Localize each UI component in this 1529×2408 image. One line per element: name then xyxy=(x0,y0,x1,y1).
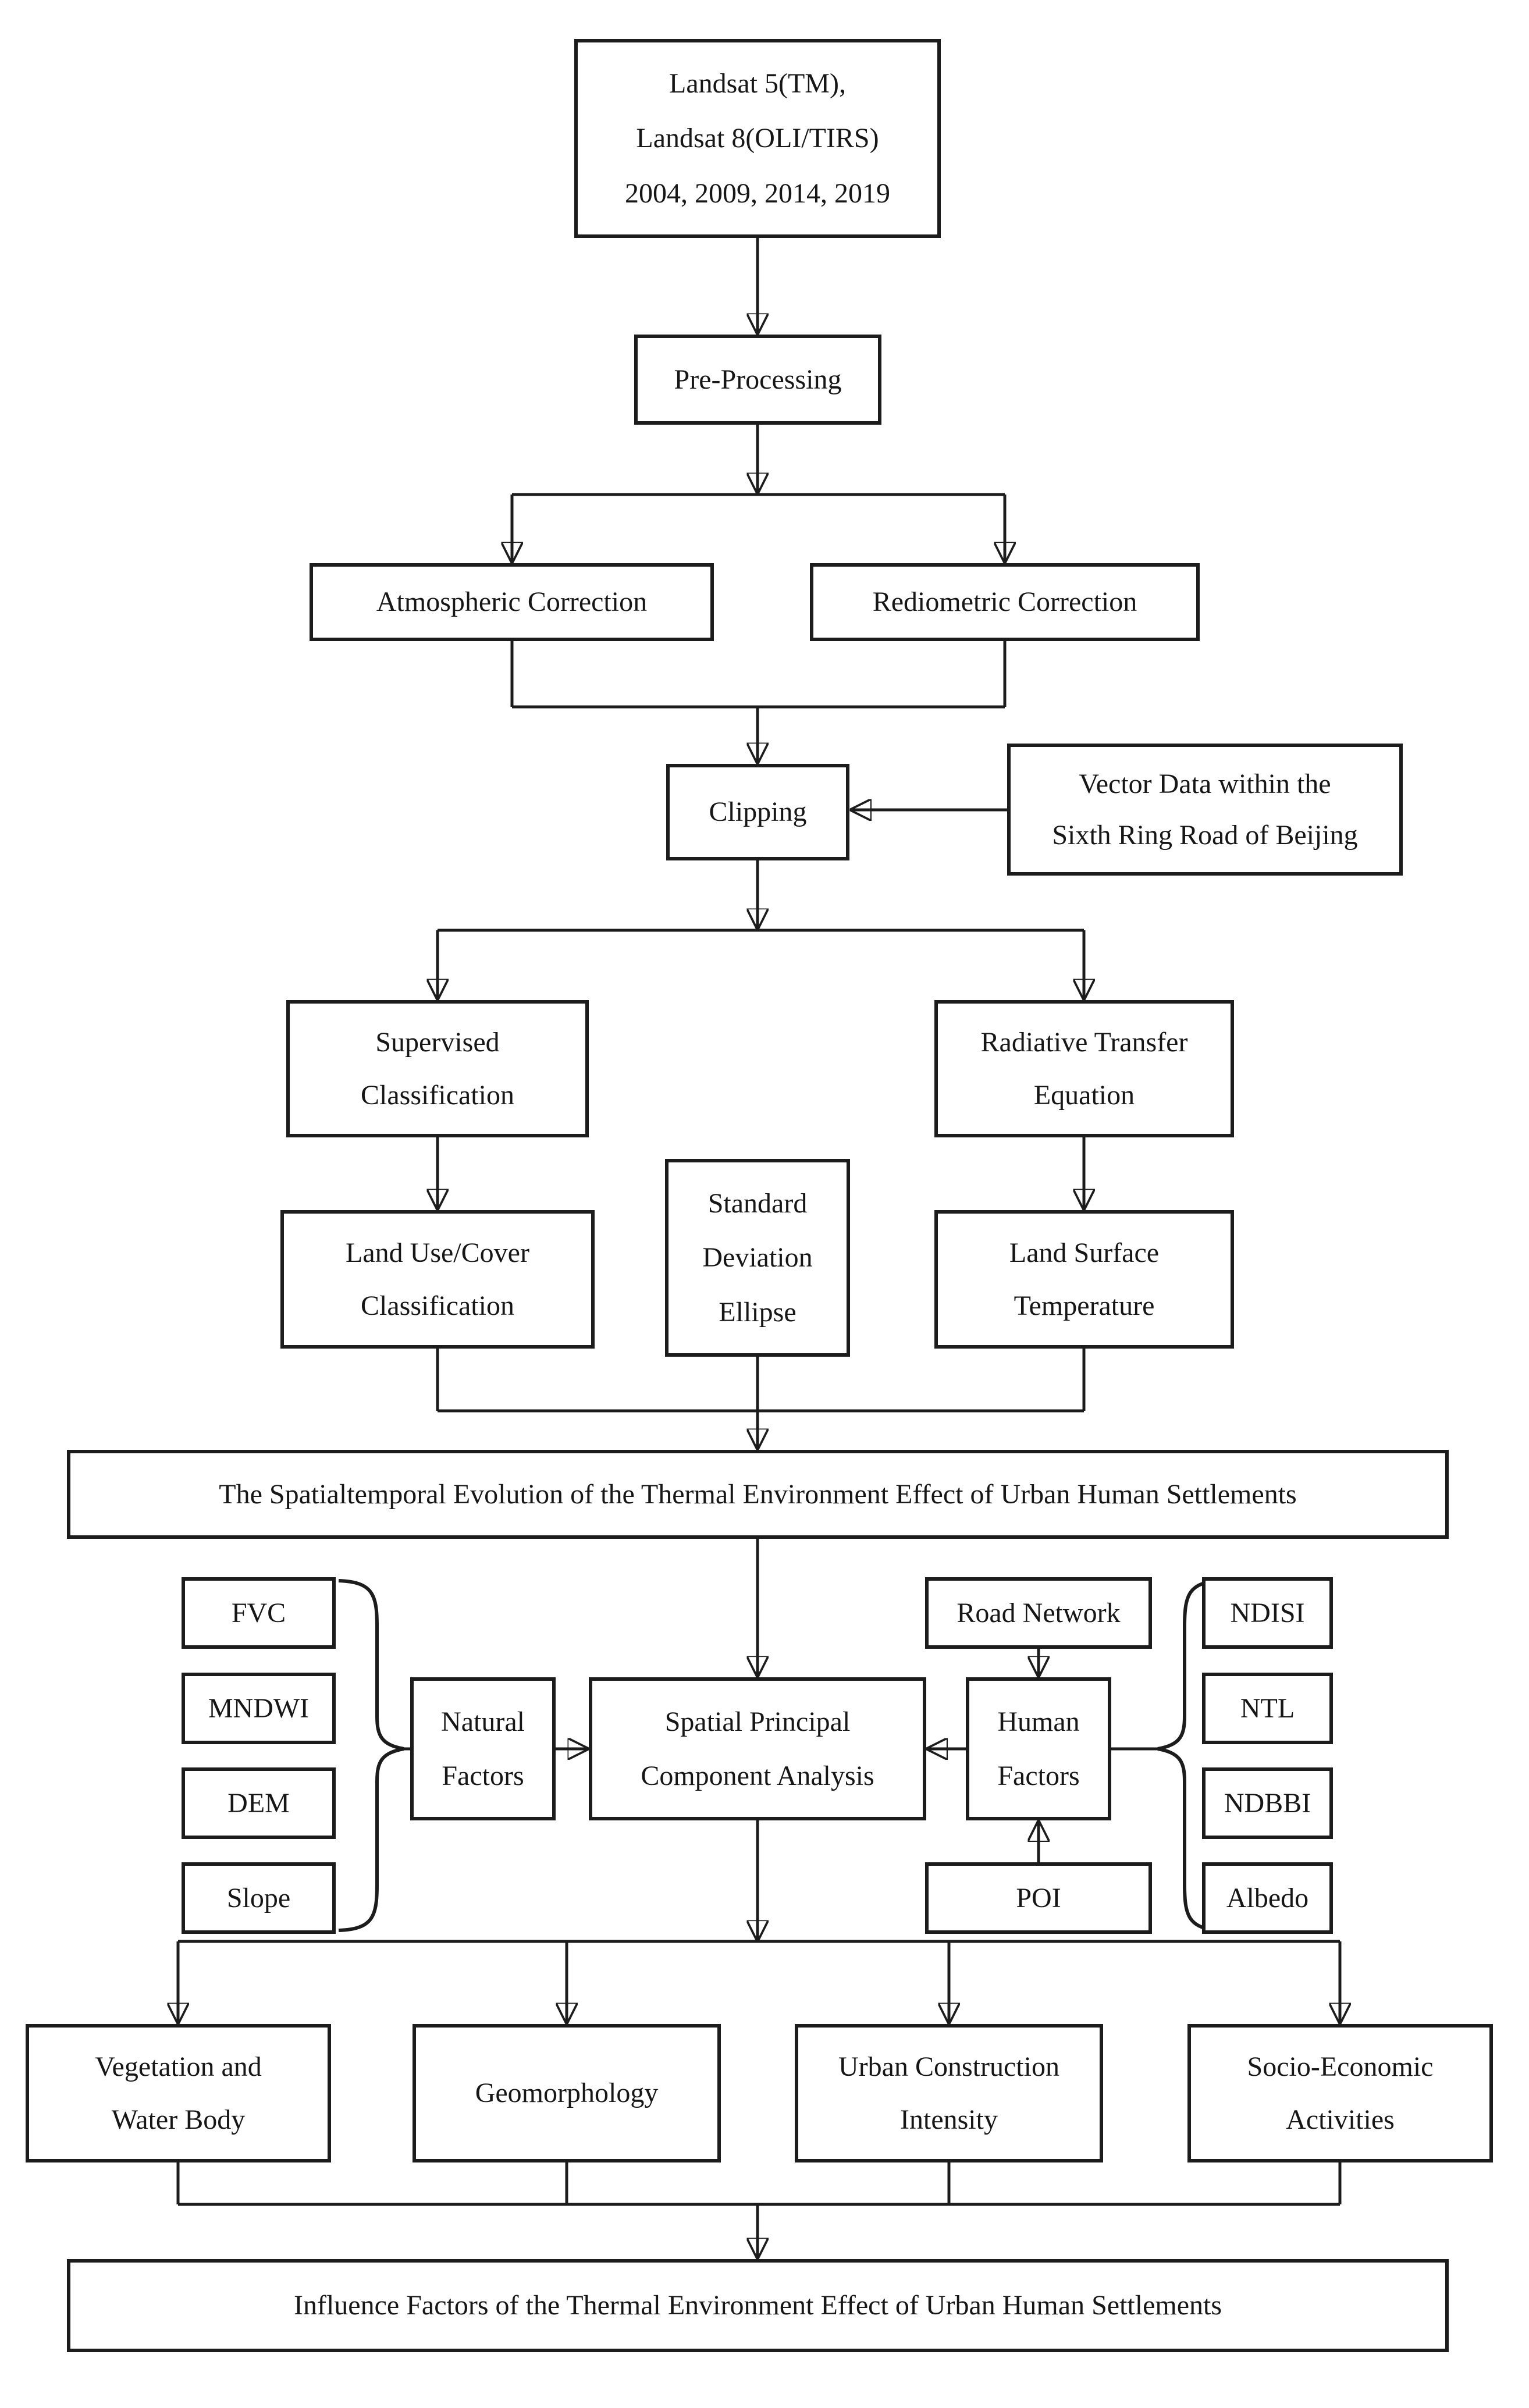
node-label: POI xyxy=(1016,1882,1061,1913)
node-label-line: Water Body xyxy=(111,2104,246,2135)
node-label-line: Factors xyxy=(997,1760,1080,1792)
flow-arrows xyxy=(178,238,1340,2257)
node-influence-factors: Influence Factors of the Thermal Environ… xyxy=(67,2259,1449,2352)
left-brace-natural-inputs xyxy=(338,1579,410,1932)
node-vector-data: Vector Data within the Sixth Ring Road o… xyxy=(1007,744,1403,876)
node-label: Rediometric Correction xyxy=(872,586,1137,618)
node-atmospheric-correction: Atmospheric Correction xyxy=(310,563,714,641)
right-brace-human-inputs xyxy=(1157,1579,1222,1932)
node-label: Influence Factors of the Thermal Environ… xyxy=(293,2290,1222,2321)
node-fvc: FVC xyxy=(182,1577,336,1649)
node-geomorphology: Geomorphology xyxy=(413,2024,721,2162)
node-label: Slope xyxy=(226,1882,291,1913)
right-brace xyxy=(1157,1579,1222,1932)
node-label: Albedo xyxy=(1226,1882,1309,1913)
node-label: MNDWI xyxy=(208,1692,310,1724)
node-label-line: Natural xyxy=(441,1706,525,1737)
node-ndbbi: NDBBI xyxy=(1202,1767,1333,1839)
node-label-line: Temperature xyxy=(1014,1290,1155,1321)
node-spatial-principal-component-analysis: Spatial Principal Component Analysis xyxy=(589,1677,926,1820)
node-label-line: Supervised xyxy=(375,1027,500,1058)
node-label-line: 2004, 2009, 2014, 2019 xyxy=(625,177,890,209)
node-vegetation-and-water-body: Vegetation and Water Body xyxy=(26,2024,331,2162)
node-spatialtemporal-evolution: The Spatialtemporal Evolution of the The… xyxy=(67,1450,1449,1539)
node-label-line: Human xyxy=(997,1706,1080,1737)
node-urban-construction-intensity: Urban Construction Intensity xyxy=(795,2024,1103,2162)
node-land-surface-temperature: Land Surface Temperature xyxy=(934,1210,1234,1349)
node-label-line: Equation xyxy=(1033,1079,1135,1111)
node-label-line: Standard xyxy=(707,1187,808,1219)
node-socio-economic-activities: Socio-Economic Activities xyxy=(1187,2024,1493,2162)
node-ntl: NTL xyxy=(1202,1673,1333,1744)
node-supervised-classification: Supervised Classification xyxy=(286,1000,589,1137)
node-label: Clipping xyxy=(709,796,807,828)
node-ndisi: NDISI xyxy=(1202,1577,1333,1649)
node-label-line: Landsat 5(TM), xyxy=(669,68,846,99)
node-label-line: Intensity xyxy=(900,2104,998,2135)
node-preprocessing: Pre-Processing xyxy=(634,335,881,425)
node-natural-factors: Natural Factors xyxy=(410,1677,556,1820)
node-label: Road Network xyxy=(956,1597,1121,1628)
node-label-line: Radiative Transfer xyxy=(980,1027,1188,1058)
node-standard-deviation-ellipse: Standard Deviation Ellipse xyxy=(665,1159,850,1357)
node-label-line: Socio-Economic xyxy=(1247,2051,1434,2082)
node-label-line: Classification xyxy=(361,1290,514,1321)
node-poi: POI xyxy=(925,1862,1152,1934)
node-label: The Spatialtemporal Evolution of the The… xyxy=(219,1478,1297,1510)
node-landsat-data: Landsat 5(TM), Landsat 8(OLI/TIRS) 2004,… xyxy=(574,39,941,238)
node-label-line: Vector Data within the xyxy=(1079,769,1331,800)
node-radiometric-correction: Rediometric Correction xyxy=(810,563,1200,641)
node-label-line: Component Analysis xyxy=(641,1760,874,1792)
node-label-line: Land Surface xyxy=(1009,1237,1160,1268)
node-label: Atmospheric Correction xyxy=(376,586,648,618)
node-human-factors: Human Factors xyxy=(966,1677,1111,1820)
node-label-line: Landsat 8(OLI/TIRS) xyxy=(636,123,879,154)
node-slope: Slope xyxy=(182,1862,336,1934)
node-label: FVC xyxy=(231,1597,286,1628)
node-label: Geomorphology xyxy=(475,2078,659,2109)
node-radiative-transfer-equation: Radiative Transfer Equation xyxy=(934,1000,1234,1137)
node-label: NDBBI xyxy=(1224,1787,1311,1819)
node-label-line: Spatial Principal xyxy=(664,1706,851,1737)
node-label: NTL xyxy=(1240,1692,1295,1724)
node-label-line: Land Use/Cover xyxy=(346,1237,529,1268)
node-clipping: Clipping xyxy=(666,764,849,860)
node-dem: DEM xyxy=(182,1767,336,1839)
node-label-line: Vegetation and xyxy=(95,2051,262,2082)
node-label-line: Deviation xyxy=(702,1242,813,1274)
node-albedo: Albedo xyxy=(1202,1862,1333,1934)
node-label-line: Urban Construction xyxy=(838,2051,1059,2082)
left-brace xyxy=(338,1579,404,1932)
node-mndwi: MNDWI xyxy=(182,1673,336,1744)
node-label: DEM xyxy=(227,1787,290,1819)
node-label-line: Factors xyxy=(442,1760,524,1792)
node-label-line: Sixth Ring Road of Beijing xyxy=(1052,819,1358,851)
node-label-line: Classification xyxy=(361,1079,514,1111)
node-label-line: Activities xyxy=(1286,2104,1395,2135)
node-label: NDISI xyxy=(1230,1597,1305,1628)
node-land-use-cover-classification: Land Use/Cover Classification xyxy=(280,1210,595,1349)
node-label: Pre-Processing xyxy=(674,364,842,395)
node-road-network: Road Network xyxy=(925,1577,1152,1649)
node-label-line: Ellipse xyxy=(719,1297,796,1328)
